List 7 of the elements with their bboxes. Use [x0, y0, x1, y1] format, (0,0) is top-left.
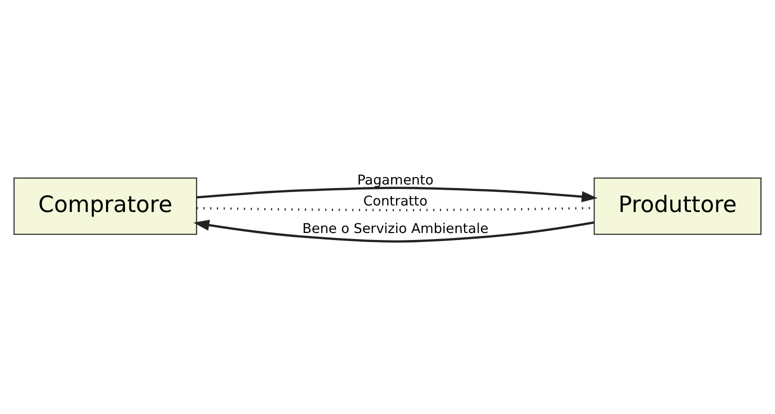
edge-label: Bene o Servizio Ambientale — [302, 220, 488, 236]
arrow — [193, 219, 594, 242]
arrow — [196, 186, 598, 202]
node-box: Compratore — [13, 176, 198, 234]
edge-label: Pagamento — [357, 172, 434, 188]
edge-label: Contratto — [363, 193, 428, 210]
node-box: Produttore — [594, 176, 762, 234]
